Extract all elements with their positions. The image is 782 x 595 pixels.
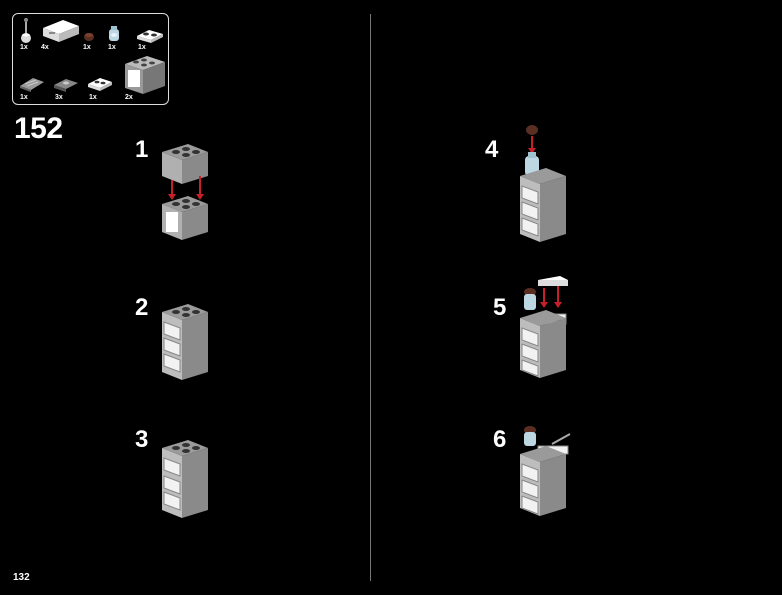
add-plate-illustration <box>516 274 572 382</box>
antenna-piece-icon <box>19 18 33 44</box>
column-divider <box>370 14 371 581</box>
part-qty: 4x <box>41 44 49 51</box>
gray-jumper-plate-icon <box>53 76 79 92</box>
trans-clear-bottle-icon <box>107 26 121 42</box>
step-number-6: 6 <box>493 426 507 453</box>
set-number: 152 <box>14 112 63 145</box>
round-brown-cap-icon <box>83 30 95 42</box>
stack-two-frames-illustration <box>158 140 214 246</box>
part-qty: 2x <box>125 94 133 101</box>
add-bottle-cap-illustration <box>516 122 572 246</box>
drawer-piece-icon <box>41 18 81 44</box>
step-number-2: 2 <box>135 294 149 321</box>
white-plate-with-studs-icon <box>87 76 113 92</box>
step-number-4: 4 <box>485 136 499 163</box>
step-number-3: 3 <box>135 426 149 453</box>
part-qty: 1x <box>108 44 116 51</box>
step-number-1: 1 <box>135 136 149 163</box>
part-qty: 3x <box>55 94 63 101</box>
cabinet-with-drawers-illustration <box>158 300 214 384</box>
gray-tile-icon <box>19 76 45 92</box>
page-number: 132 <box>13 572 30 583</box>
gray-cabinet-frame-icon <box>123 54 167 96</box>
part-qty: 1x <box>20 94 28 101</box>
step-number-5: 5 <box>493 294 507 321</box>
white-plate-1x2-icon <box>135 28 165 44</box>
part-qty: 1x <box>20 44 28 51</box>
cabinet-with-top-illustration <box>158 434 214 522</box>
part-qty: 1x <box>89 94 97 101</box>
part-qty: 1x <box>138 44 146 51</box>
add-antenna-illustration <box>516 424 576 520</box>
part-qty: 1x <box>83 44 91 51</box>
parts-list-box: 1x 4x 1x 1x 1x <box>12 13 169 105</box>
